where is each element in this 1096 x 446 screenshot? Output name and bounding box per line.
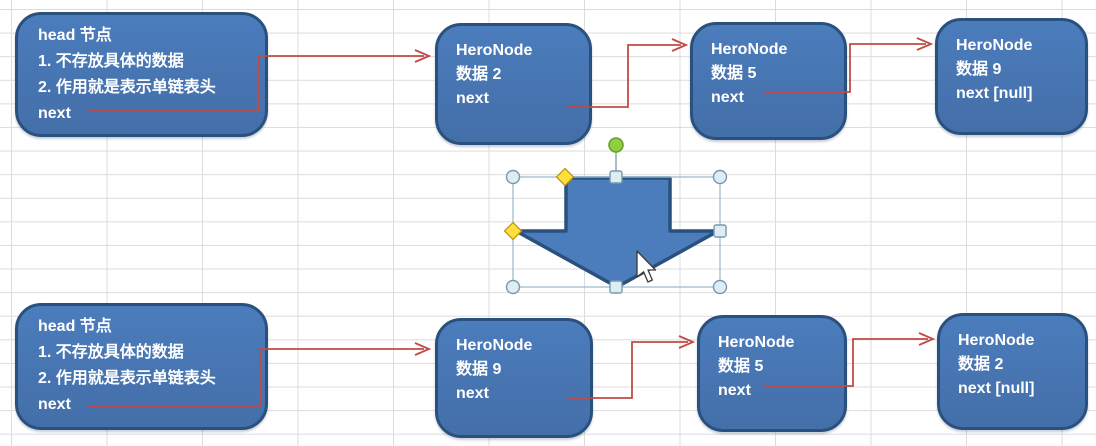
node-data-text: 数据 9	[956, 61, 1002, 78]
node-title-text: HeroNode	[711, 41, 788, 58]
node-title-text: HeroNode	[956, 37, 1033, 54]
head-next-text: next	[38, 105, 71, 122]
node-data-text: 数据 2	[958, 356, 1004, 373]
head-node-box-top[interactable]: head 节点 1. 不存放具体的数据 2. 作用就是表示单链表头 next	[15, 12, 268, 137]
resize-handle-bottom-left[interactable]	[505, 279, 521, 295]
node-next-text: next [null]	[958, 380, 1035, 397]
head-desc2-text: 2. 作用就是表示单链表头	[38, 370, 216, 387]
head-next-text: next	[38, 396, 71, 413]
hero-node-box-bottom-1[interactable]: HeroNode 数据 9 next	[435, 318, 593, 438]
resize-handle-top-left[interactable]	[505, 169, 521, 185]
hero-node-box-bottom-2[interactable]: HeroNode 数据 5 next	[697, 315, 847, 432]
node-data-text: 数据 5	[711, 65, 757, 82]
head-desc1-text: 1. 不存放具体的数据	[38, 53, 184, 70]
resize-handle-bottom-right[interactable]	[712, 279, 728, 295]
node-data-text: 数据 5	[718, 358, 764, 375]
node-data-text: 数据 9	[456, 361, 502, 378]
mouse-cursor	[636, 250, 657, 283]
head-desc1-text: 1. 不存放具体的数据	[38, 344, 184, 361]
selection-bounding-box	[512, 176, 721, 288]
head-title-text: head 节点	[38, 27, 112, 44]
head-desc2-text: 2. 作用就是表示单链表头	[38, 79, 216, 96]
hero-node-box-top-3[interactable]: HeroNode 数据 9 next [null]	[935, 18, 1088, 135]
hero-node-box-bottom-3[interactable]: HeroNode 数据 2 next [null]	[937, 313, 1088, 430]
node-next-text: next	[711, 89, 744, 106]
hero-node-box-top-2[interactable]: HeroNode 数据 5 next	[690, 22, 847, 140]
resize-handle-middle-right[interactable]	[713, 224, 727, 238]
resize-handle-bottom-center[interactable]	[609, 280, 623, 294]
adjust-handle-stem-width[interactable]	[555, 167, 575, 187]
resize-handle-top-center[interactable]	[609, 170, 623, 184]
rotate-handle[interactable]	[608, 137, 624, 153]
node-title-text: HeroNode	[718, 334, 795, 351]
node-next-text: next [null]	[956, 85, 1033, 102]
node-next-text: next	[456, 90, 489, 107]
head-node-box-bottom[interactable]: head 节点 1. 不存放具体的数据 2. 作用就是表示单链表头 next	[15, 303, 268, 430]
node-title-text: HeroNode	[456, 42, 533, 59]
adjust-handle-head-size[interactable]	[503, 221, 523, 241]
node-title-text: HeroNode	[456, 337, 533, 354]
node-next-text: next	[718, 382, 751, 399]
hero-node-box-top-1[interactable]: HeroNode 数据 2 next	[435, 23, 592, 145]
head-title-text: head 节点	[38, 318, 112, 335]
node-next-text: next	[456, 385, 489, 402]
node-title-text: HeroNode	[958, 332, 1035, 349]
node-data-text: 数据 2	[456, 66, 502, 83]
resize-handle-top-right[interactable]	[712, 169, 728, 185]
down-arrow-shape[interactable]	[514, 176, 720, 289]
